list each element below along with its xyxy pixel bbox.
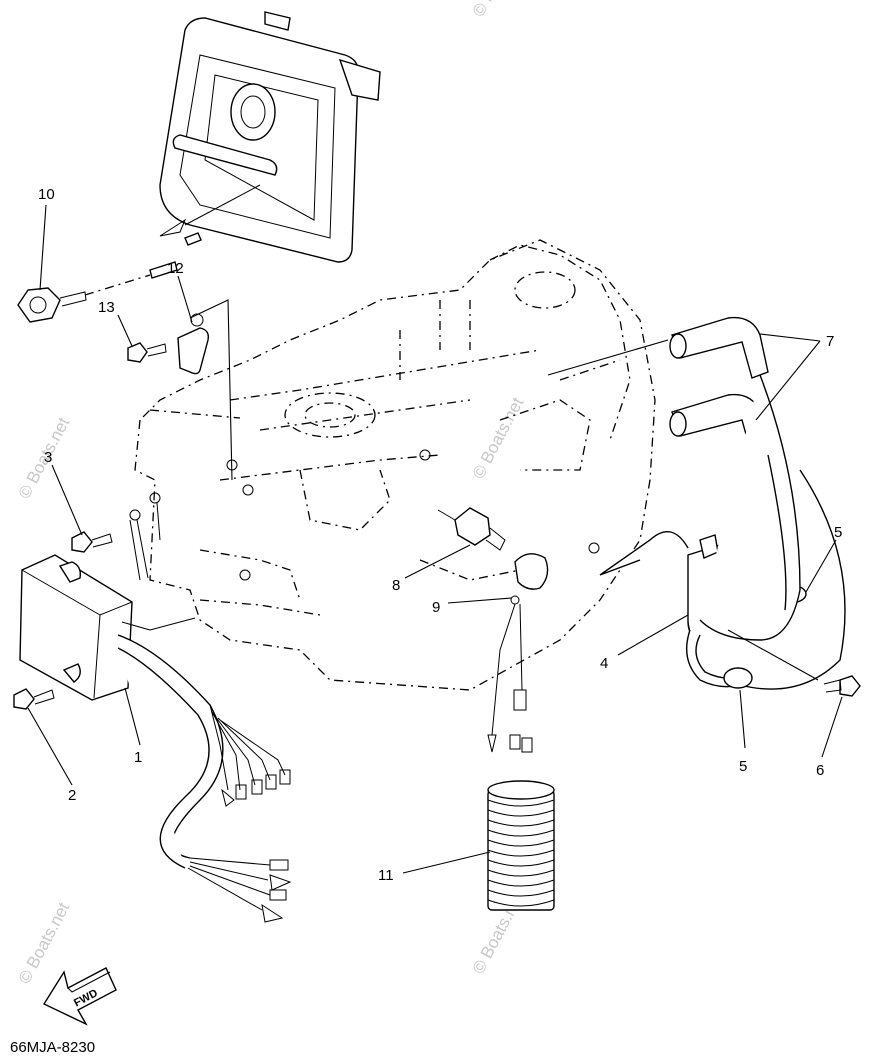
callout-labels: 10 12 13 3 1 2 8 9 4 7 5 5 6 11 (38, 186, 842, 884)
part-9-cap (487, 553, 549, 753)
part-8-sensor (437, 507, 506, 551)
part-12-clamp (177, 313, 210, 375)
callout-13: 13 (98, 299, 115, 316)
diagram-code: 66MJA-8230 (10, 1039, 95, 1056)
callout-9: 9 (432, 599, 440, 616)
callout-10: 10 (38, 186, 55, 203)
part-6-bolt (823, 675, 861, 697)
part-5-grommet-lower (723, 667, 753, 689)
watermark: © Boats.net (469, 0, 528, 20)
forward-arrow: FWD (42, 967, 117, 1026)
part-1-cdi-unit (19, 554, 292, 923)
engine-block (134, 239, 656, 691)
part-2-bolt (13, 688, 55, 710)
magneto-cover (159, 11, 381, 263)
callout-7: 7 (826, 333, 834, 350)
part-10-bolt (17, 184, 261, 323)
callout-11: 11 (378, 867, 394, 884)
leader-lines (27, 204, 843, 874)
callout-4: 4 (600, 655, 608, 672)
callout-5-upper: 5 (834, 524, 842, 541)
callout-2: 2 (68, 787, 76, 804)
callout-8: 8 (392, 577, 400, 594)
callout-3: 3 (44, 449, 52, 466)
callout-6: 6 (816, 762, 824, 779)
part-3-bolt (71, 492, 161, 581)
callout-12: 12 (167, 260, 184, 277)
part-13-bolt (127, 342, 167, 363)
callout-5-lower: 5 (739, 758, 747, 775)
part-11-tube (487, 780, 555, 911)
part-7-plug-caps (669, 316, 801, 641)
callout-1: 1 (134, 749, 142, 766)
watermark: © Boats.net (469, 394, 528, 482)
